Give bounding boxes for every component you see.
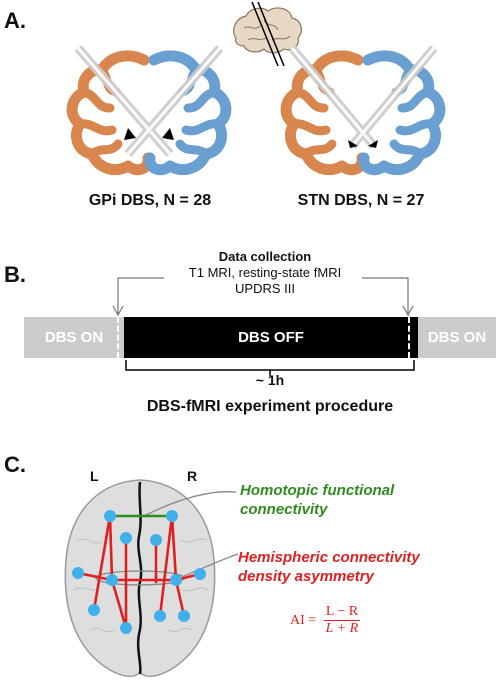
dbs-switch-on-marker: [408, 317, 413, 358]
node: [154, 610, 166, 622]
duration-bracket: [125, 360, 415, 376]
node: [120, 622, 132, 634]
node: [166, 510, 178, 522]
dbs-on-right-label: DBS ON: [427, 329, 487, 346]
panel-c-label: C.: [4, 452, 26, 477]
dbs-on-left-segment: DBS ON: [24, 317, 124, 358]
left-edge: [92, 514, 112, 612]
gpi-target-left: [124, 128, 136, 140]
right-edge: [158, 514, 174, 618]
formula-lhs: AI =: [290, 612, 317, 628]
stn-caption: STN DBS, N = 27: [297, 192, 425, 209]
formula-fraction: L − R L + R: [323, 604, 361, 637]
gpi-target-right: [162, 128, 174, 140]
data-collection-line1: T1 MRI, resting-state fMRI: [188, 265, 342, 280]
data-collection-arrows: [112, 277, 414, 317]
left-edge: [110, 578, 128, 630]
panel-a-label: A.: [4, 8, 26, 33]
midline-fissure: [136, 481, 143, 675]
node: [194, 568, 206, 580]
formula-numerator: L − R: [323, 604, 361, 621]
duration-label: ~ 1h: [255, 372, 285, 388]
left-edge: [108, 514, 114, 582]
node: [178, 610, 190, 622]
stn-target-right: [368, 140, 378, 148]
right-edge: [170, 514, 178, 582]
asymmetry-label-line1: Hemispheric connectivity: [238, 549, 420, 566]
data-collection-title: Data collection: [218, 249, 312, 264]
stn-brain-slice: [280, 45, 446, 176]
brain-icon: [233, 2, 302, 66]
node: [72, 567, 84, 579]
gpi-caption: GPi DBS, N = 28: [88, 192, 212, 209]
node: [120, 532, 132, 544]
connectivity-brain-diagram: [64, 479, 239, 677]
node: [104, 510, 116, 522]
right-edge: [174, 578, 186, 618]
homotopic-label-line2: connectivity: [240, 501, 328, 518]
formula-denominator: L + R: [325, 621, 359, 636]
left-hemisphere-label: L: [90, 468, 99, 484]
dbs-off-segment: DBS OFF: [124, 317, 418, 358]
asymmetry-index-formula: AI = L − R L + R: [290, 604, 361, 637]
node: [150, 534, 162, 546]
dbs-on-right-segment: DBS ON: [418, 317, 496, 358]
dbs-off-label: DBS OFF: [238, 329, 304, 346]
data-collection-line2: UPDRS III: [235, 281, 295, 296]
node: [170, 574, 182, 586]
node: [88, 604, 100, 616]
gpi-brain-slice: [66, 45, 232, 176]
node: [106, 574, 118, 586]
homotopic-label-line1: Homotopic functional: [240, 482, 395, 499]
stn-target-left: [348, 140, 358, 148]
dbs-on-left-label: DBS ON: [44, 329, 104, 346]
asymmetry-label-line2: density asymmetry: [238, 568, 374, 585]
panel-b-label: B.: [4, 262, 26, 287]
dbs-switch-off-marker: [117, 317, 122, 358]
procedure-caption: DBS-fMRI experiment procedure: [146, 398, 394, 415]
right-hemisphere-label: R: [187, 468, 198, 484]
